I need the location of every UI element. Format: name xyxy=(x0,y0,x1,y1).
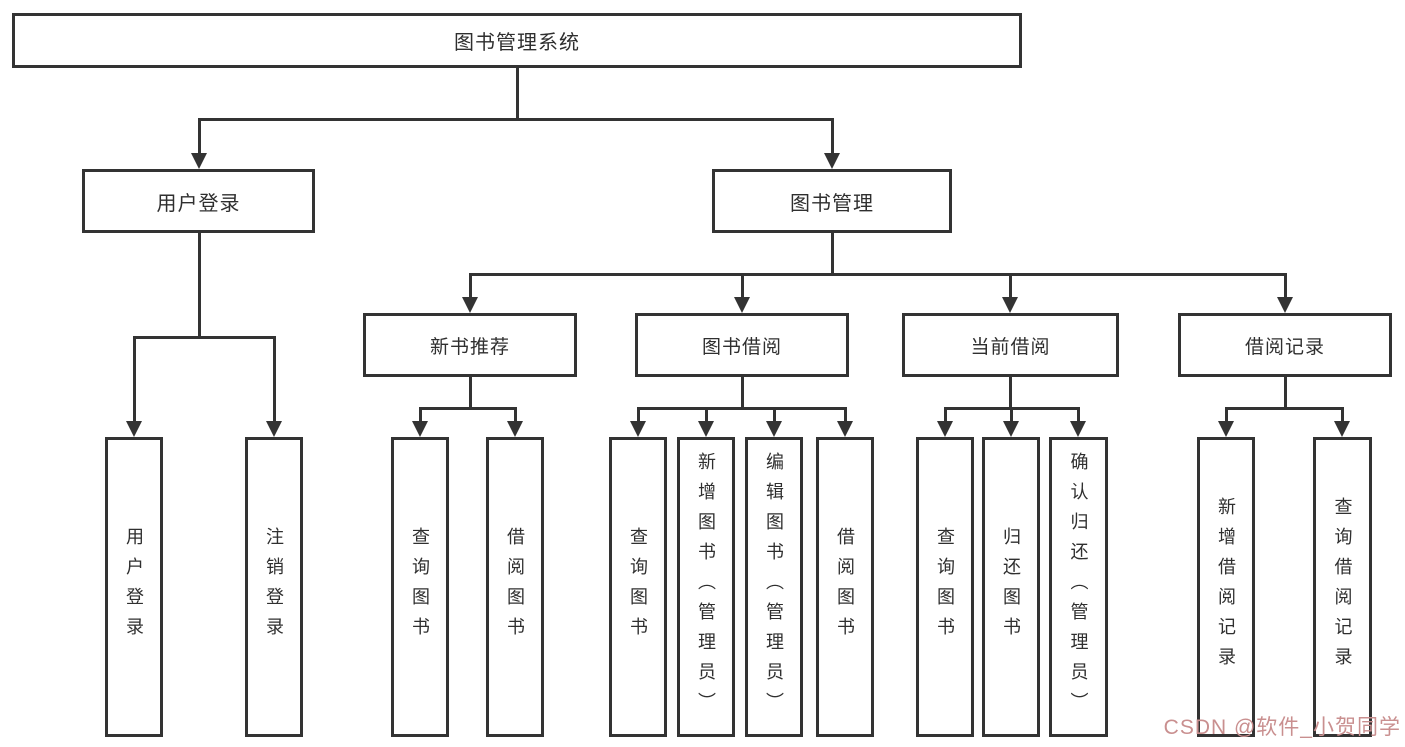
leaf-label: 用户登录 xyxy=(124,527,144,647)
arrow-down-icon xyxy=(734,297,750,313)
node-label: 当前借阅 xyxy=(970,336,1051,358)
connector-drop-current-borrow xyxy=(1009,273,1012,297)
leaf-label: 归还图书 xyxy=(1001,527,1021,647)
arrow-down-icon xyxy=(630,421,646,437)
node-book-management: 图书管理 xyxy=(712,169,952,233)
arrow-down-icon xyxy=(766,421,782,437)
arrow-down-icon xyxy=(937,421,953,437)
connector-drop-user-login xyxy=(198,118,201,154)
arrow-down-icon xyxy=(1003,421,1019,437)
connector-userlogin-stem xyxy=(198,233,201,336)
leaf-label: 查询借阅记录 xyxy=(1332,497,1353,677)
leaf-newbook-borrow-books: 借阅图书 xyxy=(486,437,544,737)
leaf-record-add-borrow-record: 新增借阅记录 xyxy=(1197,437,1255,737)
leaf-borrow-borrow-books: 借阅图书 xyxy=(816,437,874,737)
leaf-label: 编辑图书（管理员） xyxy=(764,452,784,722)
leaf-borrow-add-books-admin: 新增图书（管理员） xyxy=(677,437,735,737)
leaf-borrow-edit-books-admin: 编辑图书（管理员） xyxy=(745,437,803,737)
node-label: 借阅记录 xyxy=(1244,336,1325,358)
leaf-user-login: 用户登录 xyxy=(105,437,163,737)
connector-newbook-stem xyxy=(469,377,472,407)
arrow-down-icon xyxy=(837,421,853,437)
connector-drop-leaf xyxy=(844,407,847,421)
leaf-label: 注销登录 xyxy=(264,527,284,647)
node-label: 用户登录 xyxy=(156,192,241,215)
node-label: 图书借阅 xyxy=(701,336,782,358)
connector-bookmgmt-bar xyxy=(469,273,1287,276)
connector-borrowrecord-bar xyxy=(1225,407,1344,410)
leaf-borrow-query-books: 查询图书 xyxy=(609,437,667,737)
arrow-down-icon xyxy=(266,421,282,437)
connector-drop-leaf xyxy=(944,407,947,421)
connector-drop-leaf xyxy=(419,407,422,421)
arrow-down-icon xyxy=(126,421,142,437)
connector-bookborrow-bar xyxy=(637,407,847,410)
leaf-label: 查询图书 xyxy=(628,527,648,647)
node-label: 图书管理系统 xyxy=(454,32,580,54)
connector-borrowrecord-stem xyxy=(1284,377,1287,407)
connector-drop-leaf xyxy=(273,336,276,421)
arrow-down-icon xyxy=(824,153,840,169)
node-borrow-record: 借阅记录 xyxy=(1178,313,1392,377)
connector-drop-borrow-record xyxy=(1284,273,1287,297)
leaf-label: 查询图书 xyxy=(935,527,955,647)
leaf-label: 借阅图书 xyxy=(505,527,525,647)
connector-drop-leaf xyxy=(1010,407,1013,421)
connector-newbook-bar xyxy=(419,407,517,410)
leaf-label: 查询图书 xyxy=(410,527,430,647)
leaf-current-confirm-return-admin: 确认归还（管理员） xyxy=(1049,437,1108,737)
connector-drop-leaf xyxy=(1341,407,1344,421)
connector-currentborrow-stem xyxy=(1009,377,1012,407)
arrow-down-icon xyxy=(1218,421,1234,437)
arrow-down-icon xyxy=(1070,421,1086,437)
leaf-label: 借阅图书 xyxy=(835,527,855,647)
csdn-watermark: CSDN @软件_小贺同学 xyxy=(1163,716,1401,739)
leaf-current-query-books: 查询图书 xyxy=(916,437,974,737)
connector-drop-leaf xyxy=(773,407,776,421)
connector-root-bar xyxy=(198,118,834,121)
leaf-record-query-borrow-record: 查询借阅记录 xyxy=(1313,437,1372,737)
connector-userlogin-bar xyxy=(133,336,276,339)
arrow-down-icon xyxy=(698,421,714,437)
node-label: 新书推荐 xyxy=(429,336,510,358)
leaf-logout: 注销登录 xyxy=(245,437,303,737)
leaf-label: 确认归还（管理员） xyxy=(1068,452,1089,722)
node-label: 图书管理 xyxy=(790,192,874,215)
connector-drop-leaf xyxy=(1225,407,1228,421)
arrow-down-icon xyxy=(1002,297,1018,313)
arrow-down-icon xyxy=(507,421,523,437)
leaf-label: 新增借阅记录 xyxy=(1216,497,1236,677)
connector-drop-book-management xyxy=(831,118,834,154)
node-user-login: 用户登录 xyxy=(82,169,315,233)
connector-bookmgmt-stem xyxy=(831,233,834,273)
arrow-down-icon xyxy=(1334,421,1350,437)
connector-drop-leaf xyxy=(705,407,708,421)
connector-drop-leaf xyxy=(1077,407,1080,421)
connector-root-stem xyxy=(516,68,519,118)
connector-drop-new-book xyxy=(469,273,472,297)
leaf-newbook-query-books: 查询图书 xyxy=(391,437,449,737)
arrow-down-icon xyxy=(462,297,478,313)
node-new-book-recommend: 新书推荐 xyxy=(363,313,577,377)
node-current-borrow: 当前借阅 xyxy=(902,313,1119,377)
leaf-current-return-books: 归还图书 xyxy=(982,437,1040,737)
arrow-down-icon xyxy=(412,421,428,437)
connector-drop-book-borrow xyxy=(741,273,744,297)
node-book-borrow: 图书借阅 xyxy=(635,313,849,377)
connector-bookborrow-stem xyxy=(741,377,744,407)
arrow-down-icon xyxy=(191,153,207,169)
leaf-label: 新增图书（管理员） xyxy=(696,452,716,722)
connector-drop-leaf xyxy=(514,407,517,421)
node-root-library-system: 图书管理系统 xyxy=(12,13,1022,68)
arrow-down-icon xyxy=(1277,297,1293,313)
connector-drop-leaf xyxy=(133,336,136,421)
connector-drop-leaf xyxy=(637,407,640,421)
